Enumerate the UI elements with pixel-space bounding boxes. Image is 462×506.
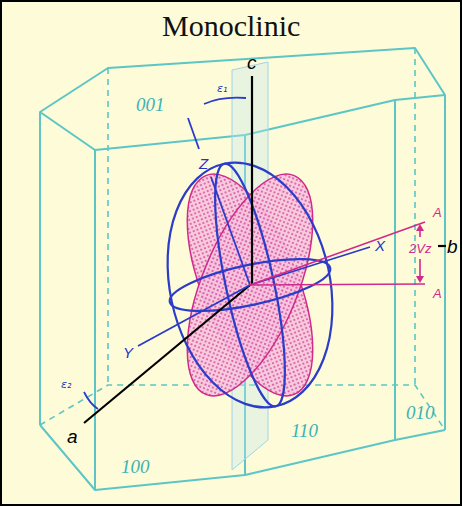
face-index: 001 bbox=[136, 95, 165, 114]
axis-label: X bbox=[375, 238, 385, 253]
face-index: 110 bbox=[291, 421, 318, 440]
axis-label: c bbox=[247, 53, 257, 72]
diagram-title: Monoclinic bbox=[162, 11, 300, 41]
axis-label: Z bbox=[199, 156, 208, 171]
axis-label: Y bbox=[123, 345, 133, 360]
face-index: 010 bbox=[406, 403, 435, 422]
optic-axis-label: A bbox=[433, 287, 442, 300]
optic-axis-label: A bbox=[433, 206, 442, 219]
face-index: 100 bbox=[121, 457, 150, 476]
axis-label: b bbox=[447, 237, 458, 256]
angle-label: ε₂ bbox=[61, 379, 71, 390]
angle-label: 2Vz bbox=[409, 242, 431, 255]
axis-label: a bbox=[67, 427, 78, 446]
angle-label: ε₁ bbox=[217, 83, 227, 94]
